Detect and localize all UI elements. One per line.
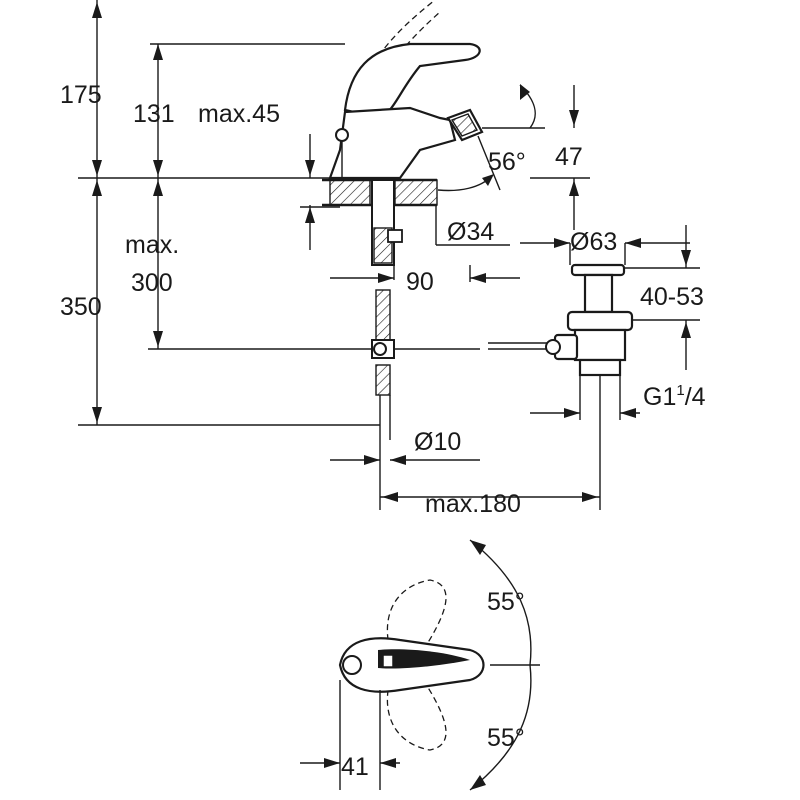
label-90: 90 [406,268,434,296]
label-131: 131 [133,100,175,128]
drain-assembly [373,225,700,420]
label-max: max. [125,231,179,259]
label-max180: max.180 [425,490,521,518]
label-55deg-top: 55° [487,588,525,616]
label-max45: max.45 [198,100,280,128]
label-175: 175 [60,81,102,109]
label-300: 300 [131,269,173,297]
label-47: 47 [555,143,583,171]
label-d63: Ø63 [570,228,617,256]
left-dimensions [78,0,550,426]
mixer-body [328,0,601,510]
deck-section [322,178,438,440]
label-d10: Ø10 [414,428,461,456]
label-56deg: 56° [488,148,526,176]
lever-top-view [300,539,540,791]
dimension-labels: 175 131 max.45 max. 300 350 Ø34 90 56° 4… [60,81,706,781]
label-350: 350 [60,293,102,321]
label-40-53: 40-53 [640,283,704,311]
label-55deg-bottom: 55° [487,724,525,752]
label-d34: Ø34 [447,218,494,246]
label-g1: G11/4 [643,382,706,411]
label-41: 41 [341,753,369,781]
